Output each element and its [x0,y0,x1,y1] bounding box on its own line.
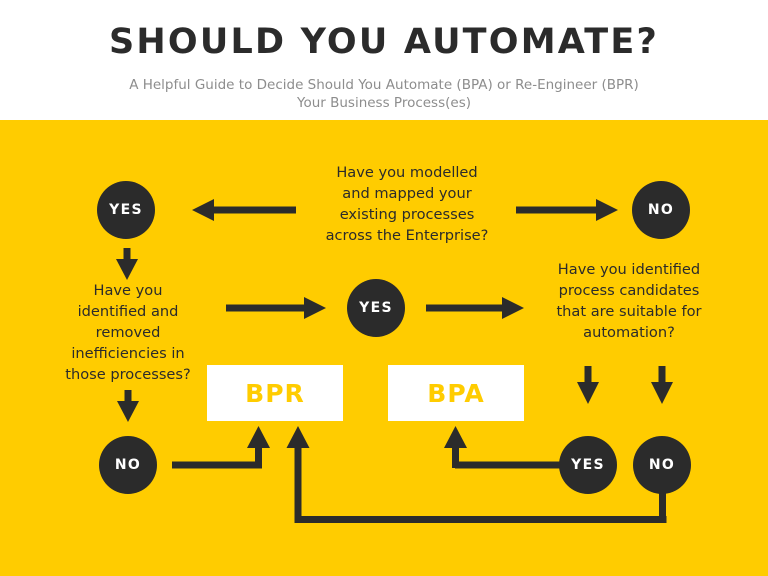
page-title: SHOULD YOU AUTOMATE? [108,22,659,62]
arrow-q1-to-no-right [516,199,618,221]
node-q3-no[interactable]: NO [633,436,691,494]
arrow-loop-to-bpr [286,426,667,523]
arrow-no-left-to-bpr [172,426,270,469]
arrow-q2-to-yes-middle [226,297,326,319]
arrow-yes-middle-to-q3 [426,297,524,319]
arrow-yes-right-to-bpa [444,426,585,469]
arrow-q2-to-no-down [117,390,139,422]
page-subtitle: A Helpful Guide to Decide Should You Aut… [0,76,768,112]
node-q2-no[interactable]: NO [99,436,157,494]
outcome-bpa-label: BPA [427,378,485,408]
flowchart-board: Have you modelled and mapped your existi… [0,120,768,576]
node-q2-yes-label: YES [359,300,393,316]
node-q3-yes[interactable]: YES [559,436,617,494]
question-inefficiencies: Have you identified and removed ineffici… [65,282,191,383]
outcome-bpr[interactable]: BPR [207,365,343,421]
outcome-bpr-label: BPR [245,378,305,408]
subtitle-line-2: Your Business Process(es) [296,95,472,111]
flow-connectors [116,199,673,523]
outcome-bpa[interactable]: BPA [388,365,524,421]
node-q3-yes-label: YES [571,457,605,473]
arrow-yes-left-down [116,248,138,280]
node-q2-yes[interactable]: YES [347,279,405,337]
question-modelled-mapped: Have you modelled and mapped your existi… [325,164,489,244]
node-q2-no-label: NO [114,457,142,473]
arrow-q3-to-yes-down [577,366,599,404]
subtitle-line-1: A Helpful Guide to Decide Should You Aut… [129,77,639,93]
arrow-q3-to-no-down [651,366,673,404]
header: SHOULD YOU AUTOMATE? A Helpful Guide to … [0,0,768,120]
arrow-q1-to-yes-left [192,199,296,221]
question-automation-candidates: Have you identified process candidates t… [556,261,702,341]
node-q3-no-label: NO [648,457,676,473]
node-q1-yes-label: YES [109,202,143,218]
node-q1-no-label: NO [647,202,675,218]
node-q1-yes[interactable]: YES [97,181,155,239]
node-q1-no[interactable]: NO [632,181,690,239]
